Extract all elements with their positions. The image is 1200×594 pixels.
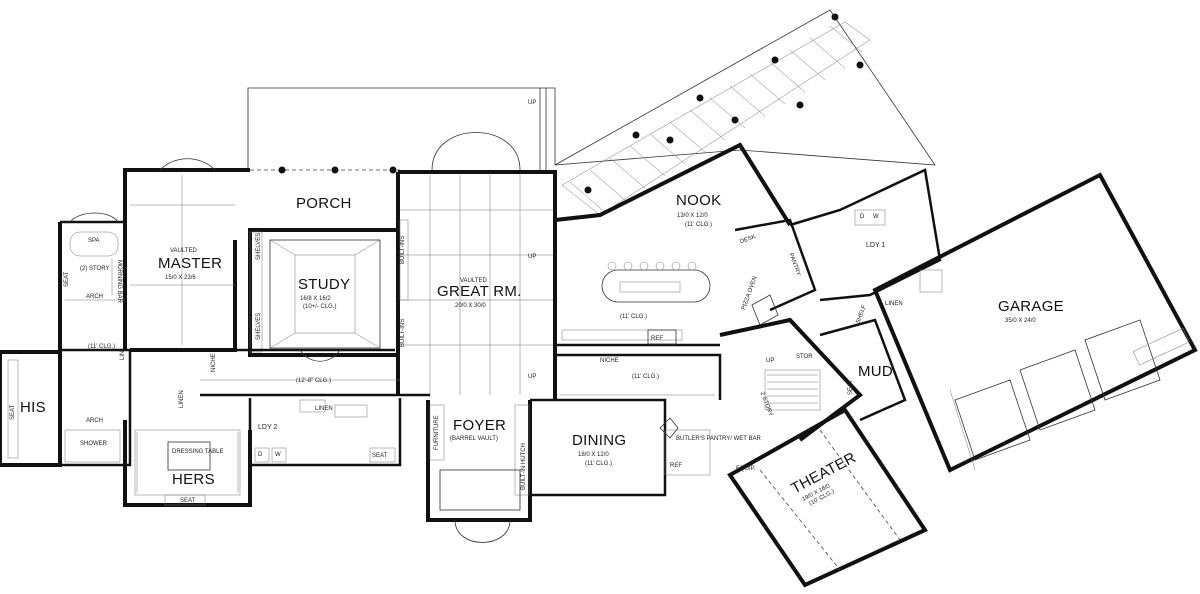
washer-label-1: W: [275, 452, 281, 458]
master-label: MASTER: [158, 255, 222, 272]
foyer: [426, 400, 532, 543]
his-label: HIS: [20, 399, 46, 416]
seat-label-hers: SEAT: [180, 498, 196, 504]
master-dims: 15/0 X 23/6: [165, 275, 196, 281]
pizza-oven-label: PIZZA OVEN: [741, 276, 759, 311]
built-ins-label-2: BUILT-INS: [400, 319, 406, 347]
dining: [530, 398, 711, 497]
central-corridor: [130, 348, 722, 400]
pantry-label: PANTRY: [787, 252, 801, 276]
seat-label-mud: SEAT: [848, 379, 854, 395]
stor-label: STOR: [796, 354, 813, 360]
two-story-label: (2) STORY: [80, 266, 109, 272]
post: [831, 13, 839, 21]
hers-closet: [123, 420, 252, 507]
foyer-label: FOYER: [453, 417, 506, 434]
garage: [872, 172, 1198, 473]
ldy2-label: LDY 2: [258, 424, 277, 431]
built-in-hutch-label: BUILT-IN HUTCH: [521, 443, 527, 490]
arch-label-1: ARCH: [86, 294, 103, 300]
shelves-label-1: SHELVES: [256, 233, 262, 260]
up-label-2: UP: [528, 254, 536, 260]
nook-label: NOOK: [676, 192, 721, 209]
niche-label-2: NICHE: [600, 358, 619, 364]
clg-label-4: (11' CLG.): [632, 374, 659, 380]
post: [856, 61, 864, 69]
garage-dims: 35/0 X 24/0: [1005, 318, 1036, 324]
post: [666, 136, 674, 144]
mud-label: MUD: [858, 363, 893, 380]
shelves-label-2: SHELVES: [256, 313, 262, 340]
furniture-label: FURNITURE: [434, 415, 440, 450]
two-story-label-b: 2 STORY: [759, 391, 773, 417]
equip-label: EQUIP.: [736, 466, 756, 472]
post: [731, 116, 739, 124]
dryer-label-2: D: [860, 214, 865, 220]
laundry-2: [248, 398, 402, 467]
his-closet: [0, 350, 121, 467]
shower-label: SHOWER: [80, 441, 108, 447]
foyer-note: (BARREL VAULT): [450, 436, 498, 442]
linen-label-2: LINEN: [885, 301, 903, 307]
master-note: VAULTED: [170, 248, 197, 254]
dining-ceiling: (11' CLG.): [585, 461, 612, 467]
porch-label: PORCH: [296, 195, 352, 212]
clg-label-1: (11' CLG.): [88, 344, 115, 350]
great-label: GREAT RM.: [437, 283, 522, 300]
desk-label: DESK: [739, 234, 756, 245]
morning-bar-label: MORNING BAR: [116, 260, 122, 304]
stair-utility: [719, 168, 943, 442]
great-dims: 20/0 X 30/0: [455, 303, 486, 309]
study-ceiling: (10+/- CLG.): [303, 304, 337, 310]
up-label-3: UP: [528, 374, 536, 380]
clg-label-2: (12'-8" CLG.): [296, 378, 331, 384]
study-label: STUDY: [298, 276, 350, 293]
lin-label: LIN: [120, 351, 126, 360]
washer-label-2: W: [873, 214, 879, 220]
clg-label-3: (11' CLG.): [620, 314, 647, 320]
theater: [727, 407, 928, 588]
seat-label-ldy2: SEAT: [372, 453, 388, 459]
spa-label: SPA: [88, 238, 100, 244]
post: [696, 94, 704, 102]
dining-label: DINING: [572, 432, 626, 449]
study-dims: 16/8 X 16/2: [300, 296, 331, 302]
kitchen-nook: [553, 142, 817, 347]
seat-label-master: SEAT: [64, 271, 70, 287]
trellis-deck: [554, 9, 936, 216]
post: [632, 131, 640, 139]
great-note: VAULTED: [460, 278, 487, 284]
up-label-1: UP: [528, 100, 536, 106]
niche-label-1: NICHE: [211, 353, 217, 372]
butlers-pantry-label: BUTLER'S PANTRY/ WET BAR: [676, 436, 761, 442]
built-ins-label-1: BUILT-INS: [400, 236, 406, 264]
dryer-label-1: D: [258, 452, 263, 458]
ldy1-label: LDY 1: [866, 242, 885, 249]
rear-patio: [247, 87, 556, 171]
nook-dims: 13/0 X 12/0: [677, 213, 708, 219]
ref-label-2: REF: [670, 463, 682, 469]
post: [771, 56, 779, 64]
garage-label: GARAGE: [998, 298, 1064, 315]
linen-label-3: LINEN: [315, 406, 333, 412]
post: [584, 186, 592, 194]
up-label-4: UP: [766, 358, 774, 364]
ref-label-1: REF: [651, 336, 663, 342]
post: [796, 101, 804, 109]
arch-label-2: ARCH: [86, 418, 103, 424]
dressing-table-label: DRESSING TABLE: [172, 449, 223, 455]
linen-label-1: LINEN: [179, 390, 185, 408]
dining-dims: 18/0 X 12/0: [578, 452, 609, 458]
seat-label-his: SEAT: [10, 404, 16, 420]
detail-labels: SPA (2) STORY MORNING BAR SEAT ARCH ARCH…: [10, 100, 903, 504]
hers-label: HERS: [172, 471, 215, 488]
nook-ceiling: (11' CLG.): [685, 222, 712, 228]
